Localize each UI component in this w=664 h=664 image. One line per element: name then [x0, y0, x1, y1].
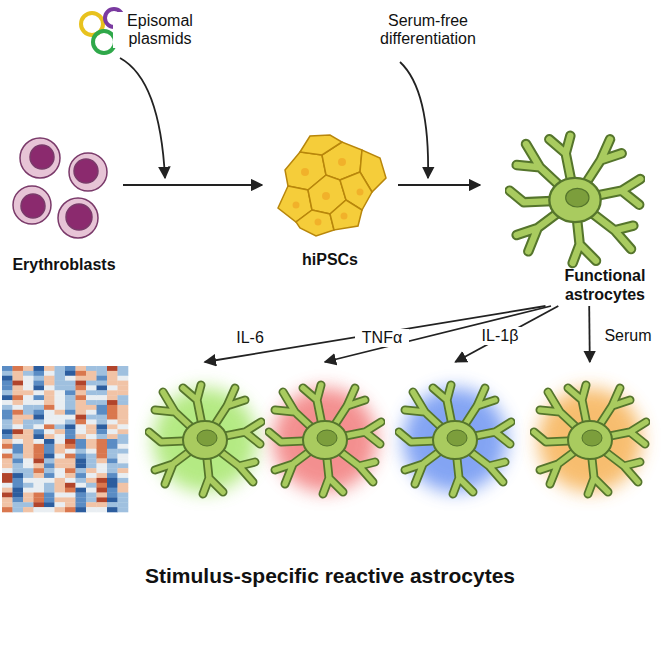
arrow-connector	[588, 306, 590, 362]
edge-label: IL-1β	[476, 327, 524, 345]
edge-label: TNFα	[355, 329, 409, 347]
node-box: hiPSCs	[262, 125, 398, 275]
node-label: Functional astrocytes	[550, 266, 660, 304]
heatmap	[2, 366, 128, 512]
edge-label: IL-6	[228, 329, 272, 347]
edge-label: Serum-free differentiation	[371, 12, 485, 48]
edge-label: Episomal plasmids	[113, 12, 207, 48]
node-box: Stimulus-specific reactive astrocytes	[40, 362, 620, 594]
arrow-connector	[398, 184, 480, 186]
arrow-connector	[455, 306, 558, 362]
edge-label: Serum	[600, 327, 656, 345]
arrow-connector	[123, 184, 262, 186]
arrow-connector	[205, 306, 546, 362]
arrow-connector	[325, 306, 551, 362]
node-box: Erythroblasts	[5, 128, 123, 278]
node-label: Erythroblasts	[5, 255, 123, 274]
node-box: Functional astrocytes	[480, 128, 662, 306]
node-label: Stimulus-specific reactive astrocytes	[40, 563, 620, 588]
node-label: hiPSCs	[262, 250, 398, 269]
